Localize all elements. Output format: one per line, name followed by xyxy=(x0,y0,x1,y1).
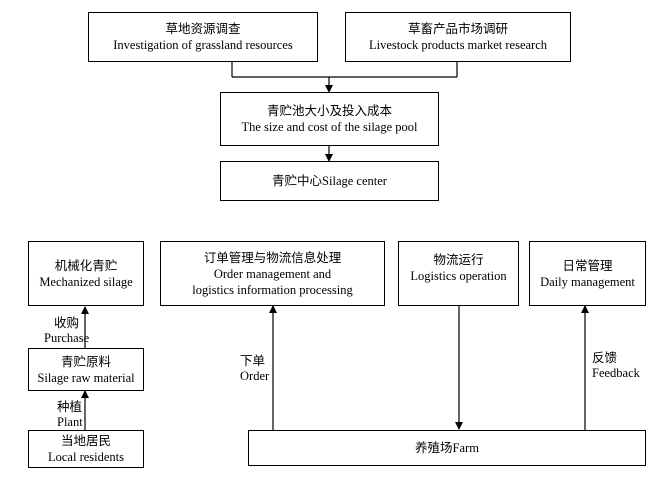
box-silage-raw-material: 青贮原料 Silage raw material xyxy=(28,348,144,391)
box-mechanized-silage: 机械化青贮 Mechanized silage xyxy=(28,241,144,306)
label-plant-zh: 种植 xyxy=(57,400,83,414)
box-livestock-zh: 草畜产品市场调研 xyxy=(407,22,508,36)
box-local-residents: 当地居民 Local residents xyxy=(28,430,144,468)
box-logistics-operation: 物流运行 Logistics operation xyxy=(398,241,519,306)
box-farm-text: 养殖场Farm xyxy=(415,441,479,455)
label-feedback: 反馈 Feedback xyxy=(592,351,640,381)
box-farm: 养殖场Farm xyxy=(248,430,646,466)
box-order-en1: Order management and xyxy=(213,266,332,281)
label-order: 下单 Order xyxy=(240,354,269,384)
box-mechanized-zh: 机械化青贮 xyxy=(54,258,118,273)
box-pool-en: The size and cost of the silage pool xyxy=(241,120,418,134)
box-grassland-investigation: 草地资源调查 Investigation of grassland resour… xyxy=(88,12,318,62)
box-daily-management: 日常管理 Daily management xyxy=(529,241,646,306)
box-raw-zh: 青贮原料 xyxy=(60,354,111,369)
label-purchase-en: Purchase xyxy=(44,331,90,345)
box-daily-en: Daily management xyxy=(540,274,635,289)
box-mechanized-en: Mechanized silage xyxy=(39,274,133,289)
box-raw-en: Silage raw material xyxy=(37,370,135,385)
box-residents-zh: 当地居民 xyxy=(60,434,111,448)
box-grassland-zh: 草地资源调查 xyxy=(165,22,241,36)
label-feedback-en: Feedback xyxy=(592,366,640,380)
label-plant: 种植 Plant xyxy=(57,400,83,430)
label-order-zh: 下单 xyxy=(240,354,266,368)
label-purchase-zh: 收购 xyxy=(54,316,80,330)
box-residents-en: Local residents xyxy=(47,450,124,464)
box-daily-zh: 日常管理 xyxy=(562,258,613,273)
box-order-management: 订单管理与物流信息处理 Order management and logisti… xyxy=(160,241,385,306)
box-order-zh: 订单管理与物流信息处理 xyxy=(203,250,342,265)
label-order-en: Order xyxy=(240,369,270,383)
box-order-en2: logistics information processing xyxy=(192,282,353,297)
box-livestock-en: Livestock products market research xyxy=(368,38,548,52)
box-silage-center: 青贮中心Silage center xyxy=(220,161,439,201)
box-pool-zh: 青贮池大小及投入成本 xyxy=(266,104,392,118)
label-plant-en: Plant xyxy=(57,415,83,429)
box-livestock-research: 草畜产品市场调研 Livestock products market resea… xyxy=(345,12,571,62)
box-silage-pool: 青贮池大小及投入成本 The size and cost of the sila… xyxy=(220,92,439,146)
box-grassland-en: Investigation of grassland resources xyxy=(113,38,293,52)
box-logistics-zh: 物流运行 xyxy=(433,253,484,267)
label-feedback-zh: 反馈 xyxy=(592,351,618,365)
label-purchase: 收购 Purchase xyxy=(44,316,89,346)
box-logistics-en: Logistics operation xyxy=(410,269,507,283)
box-center-text: 青贮中心Silage center xyxy=(272,174,387,188)
